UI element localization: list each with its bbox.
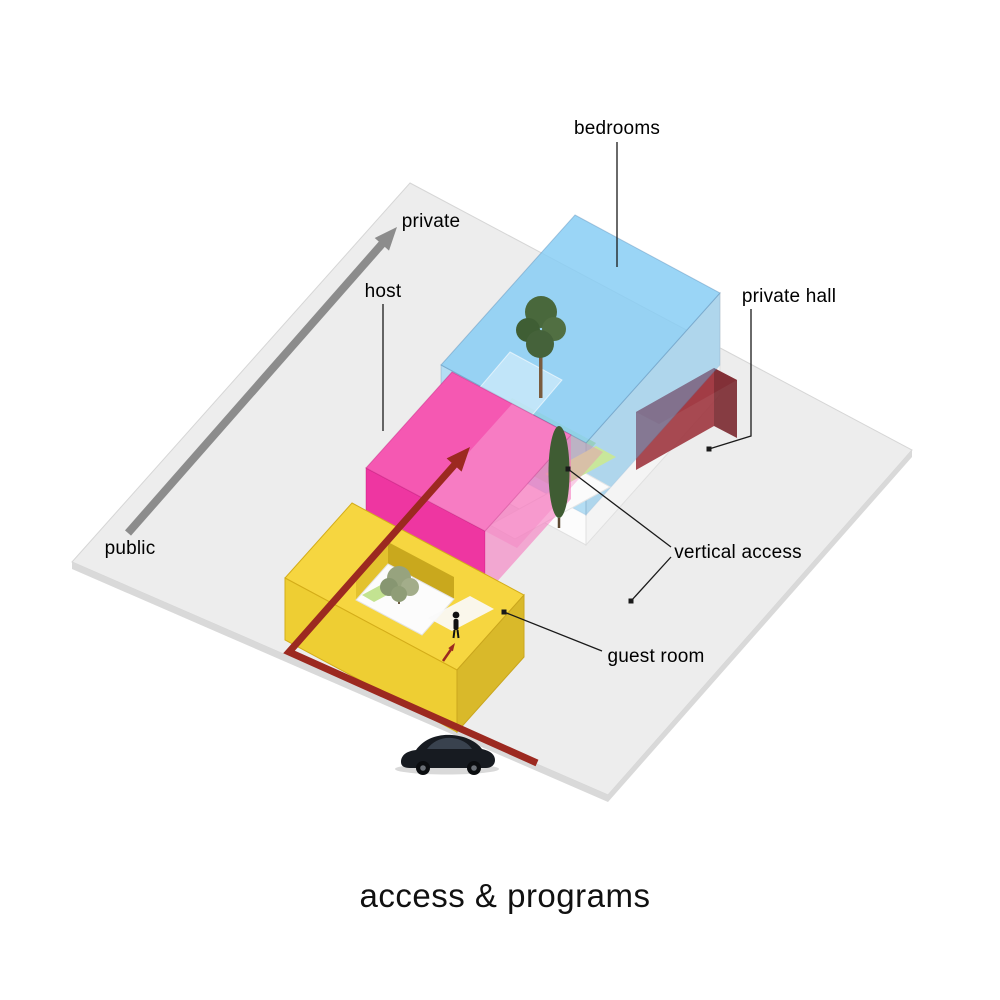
- label-private-hall: private hall: [741, 286, 837, 307]
- pine-trunk: [539, 336, 543, 398]
- car-window: [427, 737, 472, 749]
- label-host: host: [364, 281, 402, 302]
- host-floor-extension: [485, 435, 603, 548]
- olive-foliage: [391, 586, 407, 602]
- label-vertical-access: vertical access: [674, 542, 802, 563]
- leader-markers: [501, 446, 712, 615]
- person-figure: [452, 611, 460, 639]
- leader-vertical-access-1: [567, 468, 672, 548]
- car-body: [401, 734, 495, 768]
- guest-terrace: [428, 596, 494, 631]
- entry-route-arrow: [283, 447, 539, 767]
- host-top: [365, 371, 572, 532]
- gradient-arrow-shaft: [124, 241, 386, 536]
- label-private: private: [401, 211, 461, 232]
- private-hall-front: [636, 368, 714, 470]
- guest-courtyard-wall-nw: [356, 542, 388, 600]
- car-hub: [471, 765, 477, 771]
- marker-private-hall: [706, 446, 712, 452]
- host-top-light: [426, 404, 571, 531]
- leader-vertical-access-2: [630, 556, 672, 602]
- route-shaft: [283, 459, 539, 767]
- diagram-title: access & programs: [359, 877, 651, 914]
- gradient-arrow-head: [374, 227, 397, 251]
- route-arrow-head: [446, 447, 470, 472]
- cypress-tree: [548, 426, 570, 528]
- leader-guest-room: [503, 611, 603, 652]
- guest-face-right: [456, 593, 525, 734]
- public-private-arrow: [124, 227, 397, 536]
- olive-tree: [380, 566, 419, 604]
- pine-foliage: [526, 330, 554, 358]
- person-route-arrow: [441, 643, 455, 662]
- label-bedrooms: bedrooms: [573, 118, 661, 139]
- leader-lines: [382, 142, 752, 652]
- marker-guest-room: [501, 609, 507, 615]
- car: [395, 734, 499, 775]
- private-hall-side: [714, 368, 737, 438]
- cypress-foliage: [548, 426, 570, 518]
- car-hub: [420, 765, 426, 771]
- private-hall-volume: [636, 368, 737, 470]
- label-guest-room: guest room: [607, 646, 705, 667]
- pine-tree: [516, 296, 566, 398]
- marker-vertical-access-2: [628, 598, 634, 604]
- leader-private-hall: [708, 309, 752, 450]
- label-public: public: [104, 538, 156, 559]
- guest-courtyard-wall-ne: [388, 542, 454, 599]
- marker-vertical-access-1: [565, 466, 571, 472]
- host-volume: [365, 371, 603, 596]
